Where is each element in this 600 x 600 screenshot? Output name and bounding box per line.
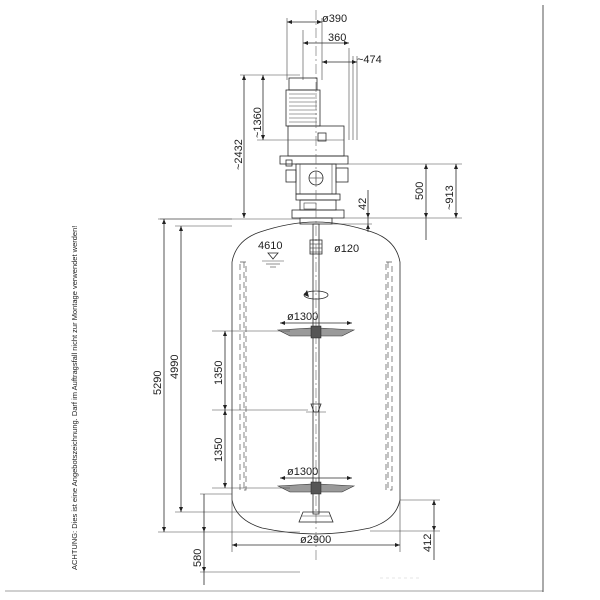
top-dimensions: ø390 360 ~474 bbox=[287, 13, 382, 66]
impeller-spacing-dims: 1350 1350 bbox=[212, 330, 308, 489]
dim-tank-diameter: ø2900 bbox=[300, 534, 331, 546]
liquid-level: 4610 bbox=[258, 240, 284, 268]
dim-height-4990: 4990 bbox=[169, 355, 181, 379]
dim-bottom-412: 412 bbox=[422, 534, 434, 552]
upper-impeller bbox=[276, 321, 356, 339]
dim-spacing-lower: 1350 bbox=[213, 438, 225, 462]
dim-width-474: ~474 bbox=[357, 54, 382, 66]
dim-bottom-580: 580 bbox=[192, 549, 204, 567]
dim-width-360: 360 bbox=[328, 32, 346, 44]
bottom-dimensions: ø2900 580 412 bbox=[192, 493, 440, 585]
dim-impeller-upper: ø1300 bbox=[287, 311, 318, 323]
drive-unit bbox=[279, 18, 358, 225]
bottom-bearing bbox=[298, 511, 334, 523]
warning-note: ACHTUNG: Dies ist eine Angebotszeichnung… bbox=[70, 226, 79, 570]
dim-spacing-upper: 1350 bbox=[213, 361, 225, 385]
drive-dimensions: ~2432 ~1360 bbox=[233, 74, 300, 218]
dim-impeller-lower: ø1300 bbox=[287, 466, 318, 478]
dim-flange-500: 500 bbox=[414, 182, 426, 200]
agitator-shaft bbox=[303, 10, 329, 560]
dim-motor-diameter: ø390 bbox=[322, 13, 347, 25]
dim-height-5290: 5290 bbox=[152, 371, 164, 395]
lower-impeller bbox=[276, 476, 356, 495]
overall-height-dims: 5290 4990 bbox=[152, 218, 300, 533]
dim-drive-height: ~2432 bbox=[233, 139, 245, 170]
dim-gap-42: 42 bbox=[357, 198, 369, 210]
dim-level-4610: 4610 bbox=[258, 240, 282, 252]
dim-motor-height: ~1360 bbox=[252, 107, 264, 138]
right-drive-dimensions: 500 ~913 42 bbox=[332, 163, 462, 240]
dim-height-913: ~913 bbox=[444, 185, 456, 210]
dim-shaft-diameter: ø120 bbox=[334, 243, 359, 255]
